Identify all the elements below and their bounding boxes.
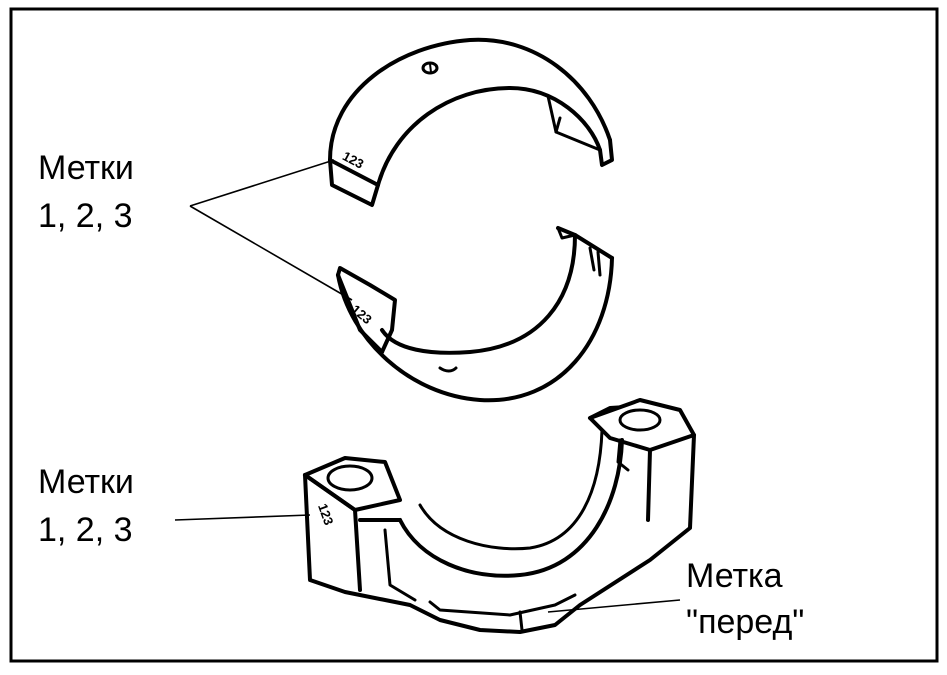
leader-upper-shell xyxy=(189,159,335,207)
leader-lower-shell xyxy=(189,205,353,301)
lower-bearing-shell xyxy=(336,226,614,403)
cap-stamp: 123 xyxy=(315,502,337,528)
upper-bearing-shell xyxy=(328,37,614,207)
leader-front xyxy=(547,599,681,613)
cap-marks-label: Метки xyxy=(38,463,134,501)
bearing-cap xyxy=(303,398,696,634)
upper-marks-numbers: 1, 2, 3 xyxy=(38,197,133,235)
upper-marks-label: Метки xyxy=(38,149,134,187)
leader-cap xyxy=(174,514,311,521)
leader-lines xyxy=(174,159,681,613)
front-mark-label: Метка xyxy=(686,557,783,595)
cap-marks-numbers: 1, 2, 3 xyxy=(38,511,133,549)
front-mark-value: "перед" xyxy=(686,603,805,641)
diagram-border xyxy=(9,7,939,663)
